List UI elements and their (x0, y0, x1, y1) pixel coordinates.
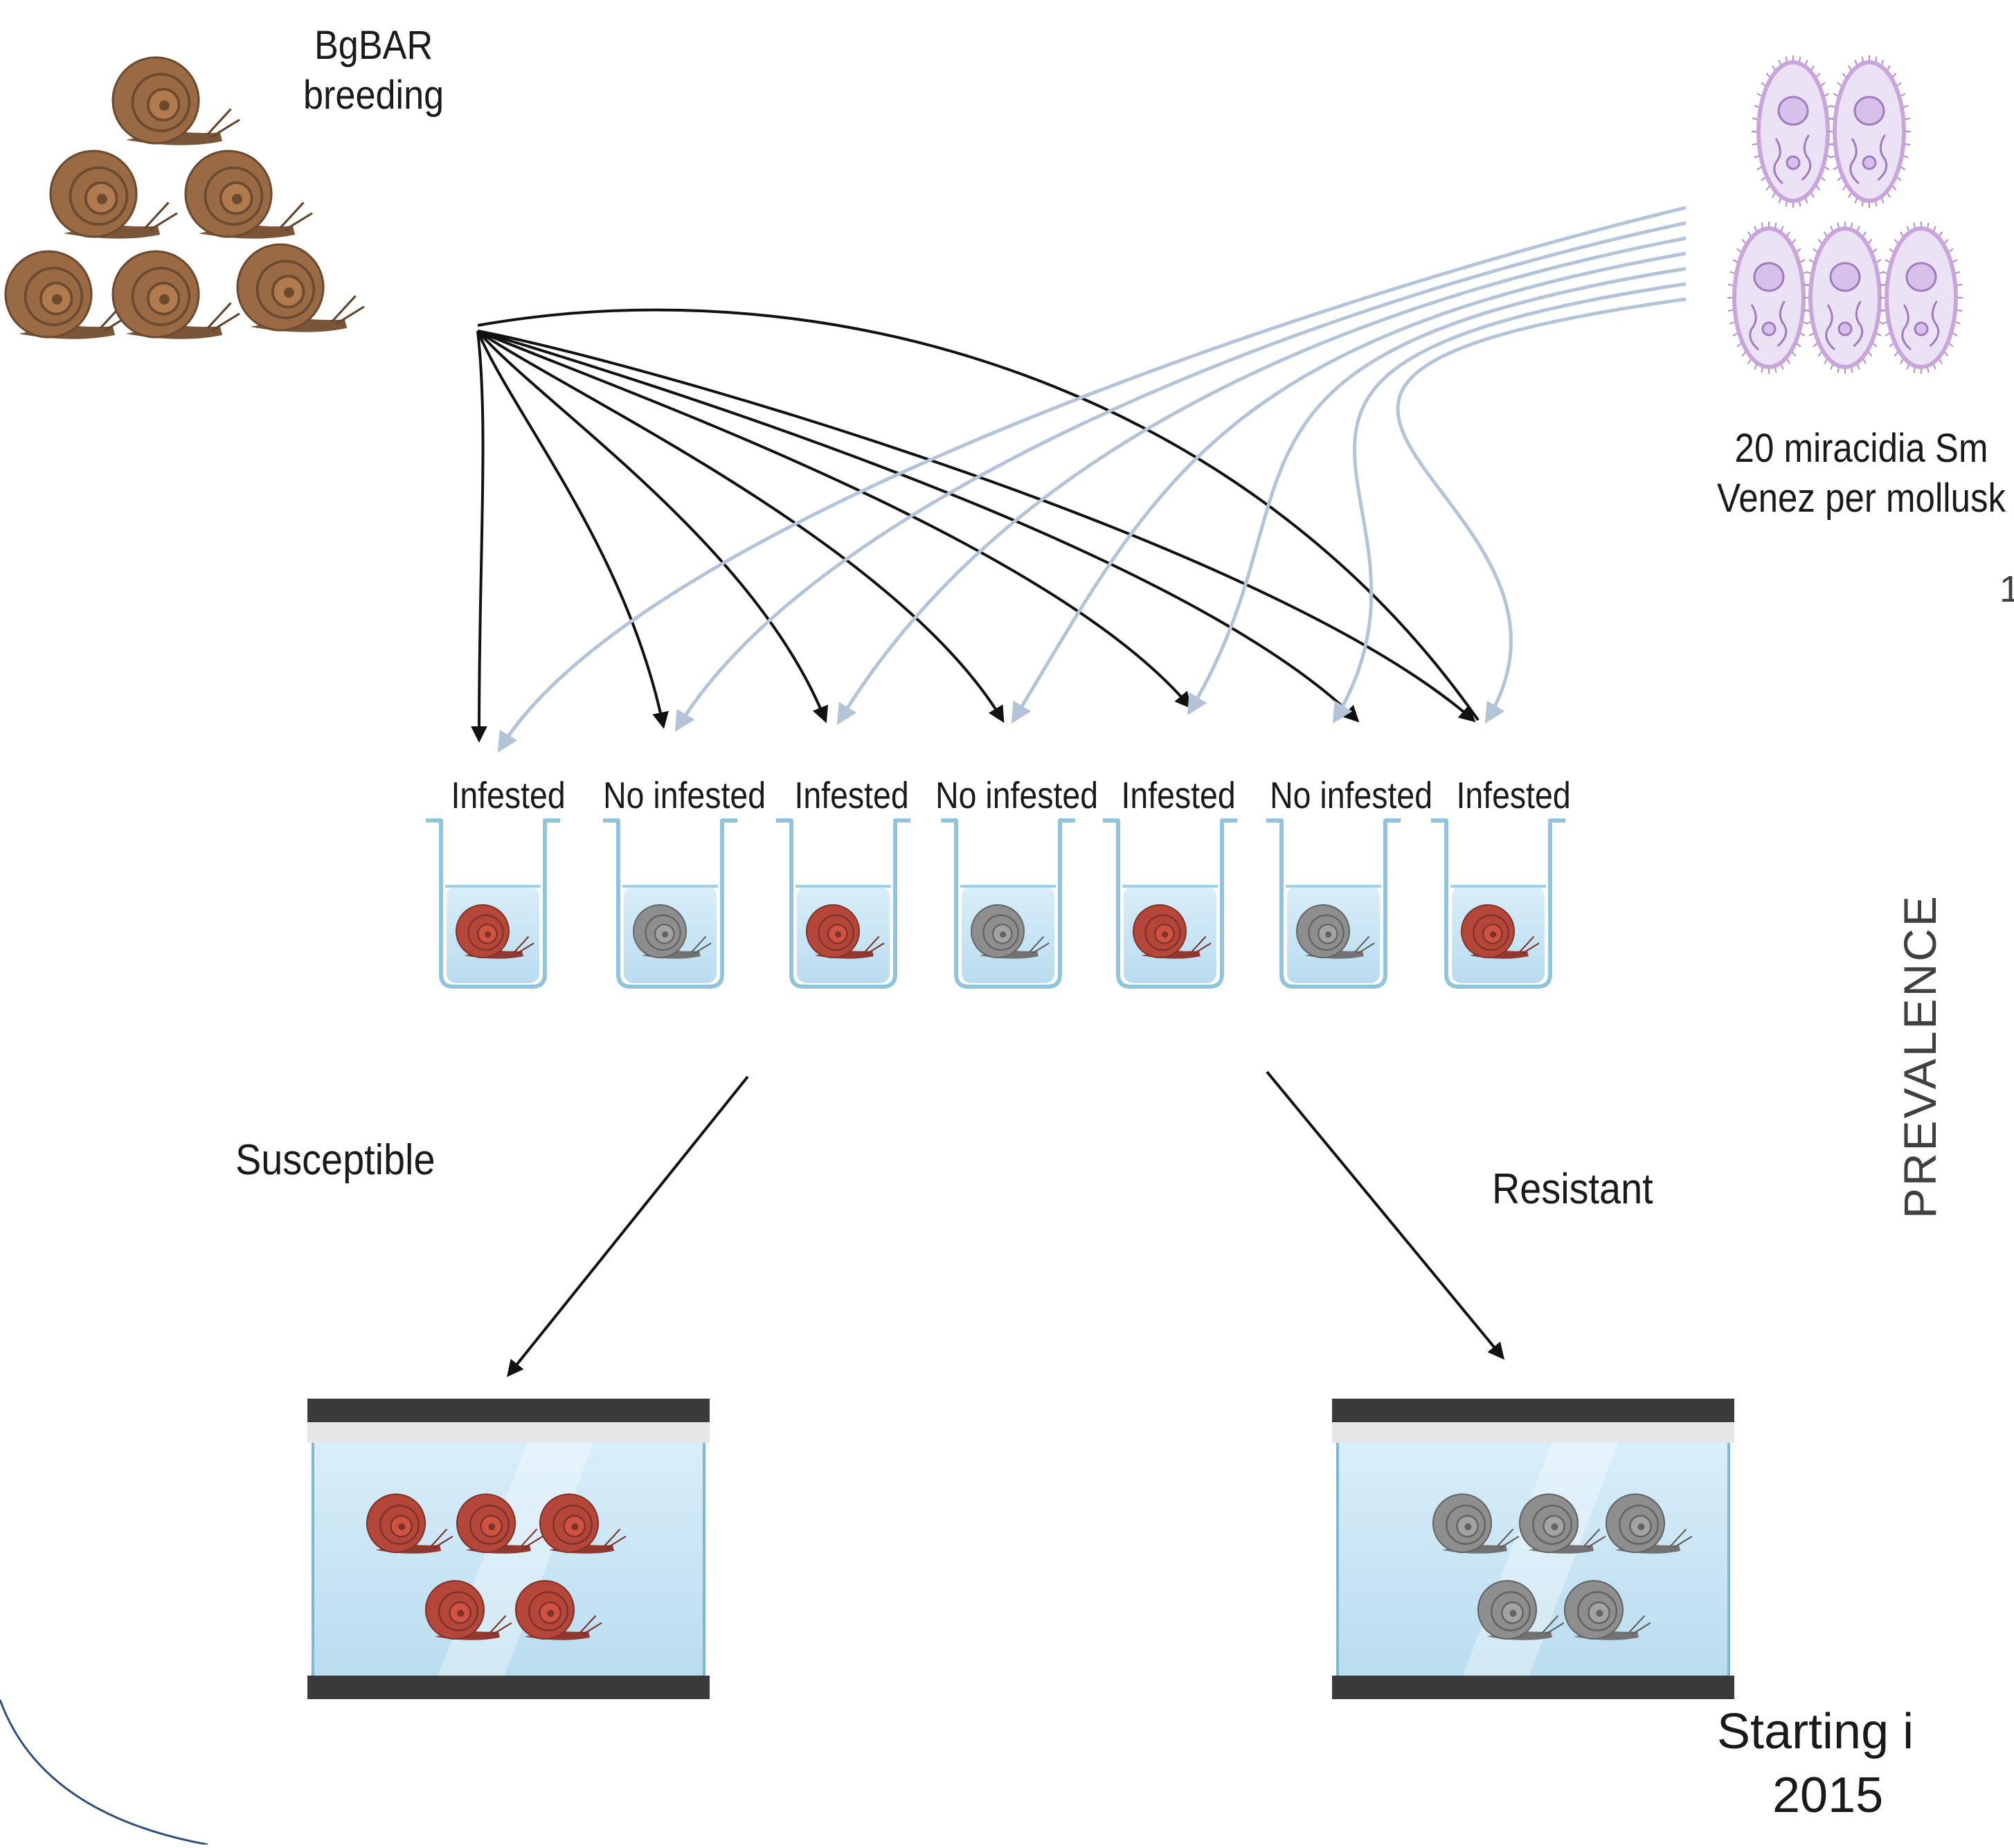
cup-6 (1266, 818, 1401, 989)
breeding-snail-1 (111, 56, 240, 145)
snail-arrow-5 (477, 330, 1192, 709)
cup-label-3: Infested (794, 775, 909, 816)
snail-arrow-6 (477, 330, 1360, 723)
cup-5 (1103, 818, 1237, 989)
cup-label-4: No infested (935, 775, 1099, 816)
susceptible-tank-snail-3 (539, 1493, 627, 1554)
cup-label-7: Infested (1456, 775, 1571, 816)
cup-label-6: No infested (1270, 775, 1433, 816)
snail-arrow-2 (476, 330, 669, 729)
miracidia-group (1727, 55, 1963, 374)
breeding-snail-group (4, 56, 365, 339)
miracidia-arrow-3 (836, 236, 1687, 726)
cup-snail-3 (806, 904, 885, 959)
resistant-tank-snail-4 (1477, 1579, 1565, 1640)
cup-label-1: Infested (451, 775, 566, 816)
miracidium-5 (1880, 222, 1963, 374)
breeding-title: BgBAR breeding (303, 21, 444, 120)
outcome-arrows (506, 1070, 1505, 1377)
resistant-tank-snail-1 (1432, 1493, 1520, 1554)
breeding-title-line2: breeding (303, 73, 444, 118)
snail-arrow-7 (477, 330, 1476, 723)
cup-snail-5 (1133, 904, 1212, 959)
decorative-arc (0, 1699, 208, 1846)
miracidium-1 (1752, 55, 1835, 208)
miracidia-arrow-1 (497, 206, 1687, 753)
partial-digit-text: 1 (1999, 568, 2014, 610)
miracidia-arrow-4 (1011, 251, 1687, 724)
susceptible-tank-snail-2 (456, 1493, 543, 1554)
resistant-label: Resistant (1492, 1165, 1653, 1213)
susceptible-tank (307, 1399, 710, 1699)
cup-2 (603, 818, 737, 989)
breeding-snail-3 (184, 150, 313, 239)
cup-7 (1431, 818, 1565, 989)
miracidia-label: 20 miracidia Sm Venez per mollusk (1717, 424, 2006, 523)
exposure-cups (426, 818, 1565, 989)
cup-4 (941, 818, 1075, 989)
snail-arrow-4 (476, 330, 1005, 724)
miracidia-arrow-7 (1396, 297, 1687, 724)
breeding-snail-4 (4, 250, 133, 339)
miracidia-label-line2: Venez per mollusk (1717, 476, 2006, 521)
resistant-tank (1332, 1399, 1734, 1699)
miracidia-exposure-arrows (497, 206, 1687, 753)
miracidium-4 (1804, 222, 1887, 374)
miracidia-arrow-2 (674, 221, 1687, 733)
resistant-tank-snail-5 (1563, 1579, 1651, 1640)
starting-text: Starting i (1717, 1704, 1914, 1759)
cup-3 (776, 818, 910, 989)
year-text: 2015 (1772, 1768, 1884, 1823)
miracidia-arrow-5 (1187, 267, 1687, 716)
cup-1 (426, 818, 560, 989)
susceptible-tank-snail-1 (366, 1493, 453, 1554)
susceptible-tank-snail-5 (514, 1579, 602, 1640)
resistant-tank-snail-3 (1605, 1493, 1693, 1554)
cup-snail-7 (1461, 904, 1540, 959)
snail-arrow-1 (470, 330, 487, 743)
miracidium-2 (1828, 55, 1911, 208)
susceptible-label: Susceptible (235, 1136, 435, 1184)
miracidia-arrow-6 (1332, 282, 1687, 724)
susceptible-arrow (506, 1075, 749, 1377)
miracidium-3 (1727, 222, 1810, 374)
cup-snail-6 (1296, 904, 1375, 959)
breeding-snail-5 (111, 250, 240, 339)
breeding-snail-2 (49, 150, 178, 239)
aquarium-tanks (307, 1399, 1734, 1699)
snail-allocation-arrows (470, 308, 1480, 743)
cup-snail-1 (456, 904, 534, 959)
resistant-tank-snail-2 (1518, 1493, 1606, 1554)
susceptible-tank-snail-4 (424, 1579, 512, 1640)
prevalence-axis-label: PREVALENCE (1894, 894, 1945, 1219)
snail-arrow-3 (476, 330, 829, 724)
breeding-title-line1: BgBAR (314, 23, 433, 68)
snail-arrow-long (477, 308, 1480, 721)
cup-snail-2 (633, 904, 712, 959)
resistant-arrow (1266, 1070, 1505, 1360)
cup-label-2: No infested (603, 775, 766, 816)
breeding-snail-6 (236, 243, 365, 332)
miracidia-label-line1: 20 miracidia Sm (1734, 426, 1988, 471)
cup-snail-4 (971, 904, 1050, 959)
cup-label-5: Infested (1121, 775, 1236, 816)
